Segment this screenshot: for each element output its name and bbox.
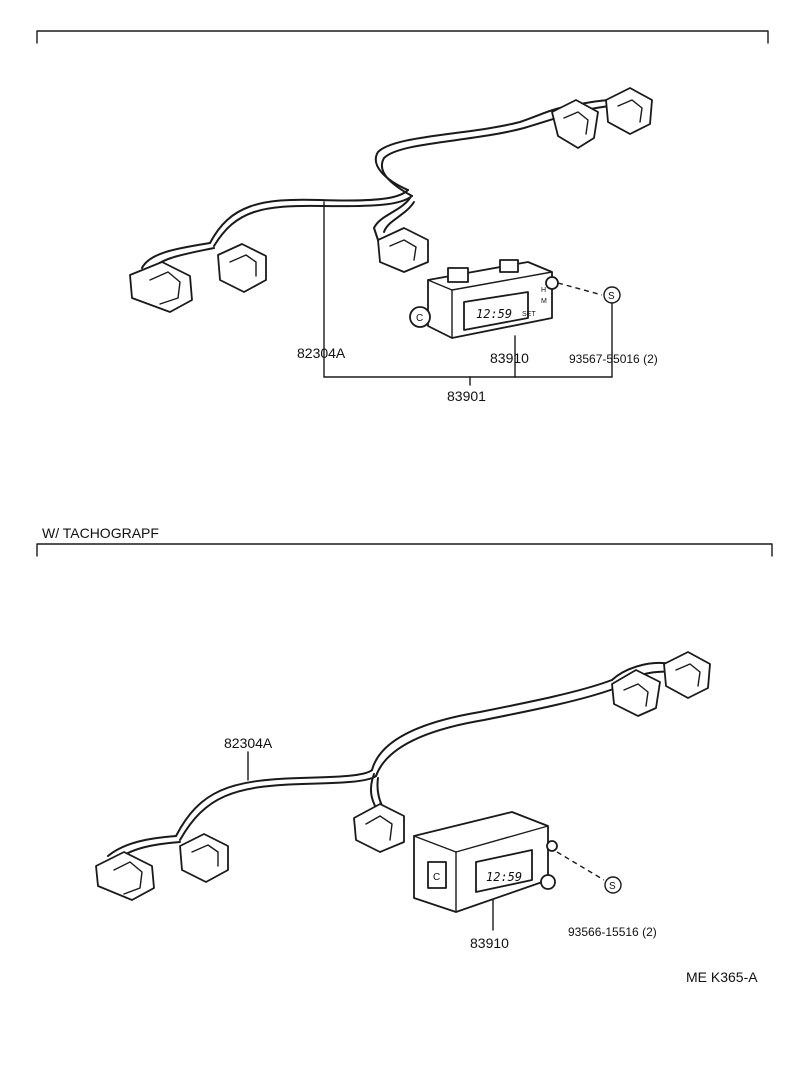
top-connector-right-2: [605, 87, 653, 135]
top-h-label: H: [541, 287, 546, 294]
bottom-wire-harness: [95, 651, 711, 901]
bottom-clock-time: 12:59: [486, 870, 522, 884]
bottom-clock-screw-boss: [540, 874, 556, 890]
top-connector-right-1: [551, 99, 599, 149]
bottom-section-frame: [36, 543, 773, 557]
bottom-section-title: W/ TACHOGRAPF: [42, 525, 159, 541]
top-m-label: M: [541, 298, 547, 305]
top-assembly-part-number: 83901: [447, 388, 486, 404]
top-connector-left-2: [217, 243, 267, 293]
bottom-c-label: C: [433, 872, 440, 883]
top-clock-button-2: [499, 259, 519, 273]
top-connector-left-1: [129, 261, 193, 313]
bottom-connector-right-1: [611, 669, 661, 717]
top-screw-part-number: 93567-55016 (2): [569, 352, 658, 366]
bottom-connector-center: [353, 803, 405, 853]
top-wire-harness: [129, 87, 653, 313]
top-screw-leader: [557, 282, 603, 296]
top-clock-button-1: [447, 267, 469, 283]
bottom-clock-screw-boss-2: [546, 840, 558, 852]
diagram-code: ME K365-A: [686, 969, 758, 985]
bottom-connector-left-1: [95, 851, 155, 901]
bottom-clock-part-number: 83910: [470, 935, 509, 951]
top-section-frame: [36, 30, 769, 44]
bottom-screw-leader: [556, 851, 605, 881]
bottom-harness-part-number: 82304A: [224, 735, 273, 751]
bottom-s-label: S: [609, 881, 616, 892]
bottom-connector-right-2: [663, 651, 711, 699]
top-set-label: SET: [522, 311, 536, 318]
top-clock-screw-boss: [545, 276, 559, 290]
top-clock-display: [463, 291, 529, 331]
top-clock-knob: [409, 306, 431, 328]
top-s-label: S: [608, 291, 615, 302]
bottom-leader-lines: [247, 751, 494, 931]
top-clock-time: 12:59: [476, 307, 512, 321]
bottom-clock-display: [475, 849, 533, 893]
bottom-screw-symbol: S: [604, 876, 622, 894]
top-connector-center: [377, 227, 429, 273]
top-c-label: C: [416, 313, 423, 324]
bottom-connector-left-2: [179, 833, 229, 883]
top-harness-part-number: 82304A: [297, 345, 346, 361]
bottom-clock-knob-face: [427, 861, 447, 889]
top-leader-lines: [323, 201, 613, 386]
top-clock-part-number: 83910: [490, 350, 529, 366]
top-screw-symbol: S: [603, 286, 621, 304]
bottom-clock: 12:59 C: [413, 811, 558, 913]
top-clock: 12:59 H M SET C: [409, 259, 559, 339]
bottom-screw-part-number: 93566-15516 (2): [568, 925, 657, 939]
